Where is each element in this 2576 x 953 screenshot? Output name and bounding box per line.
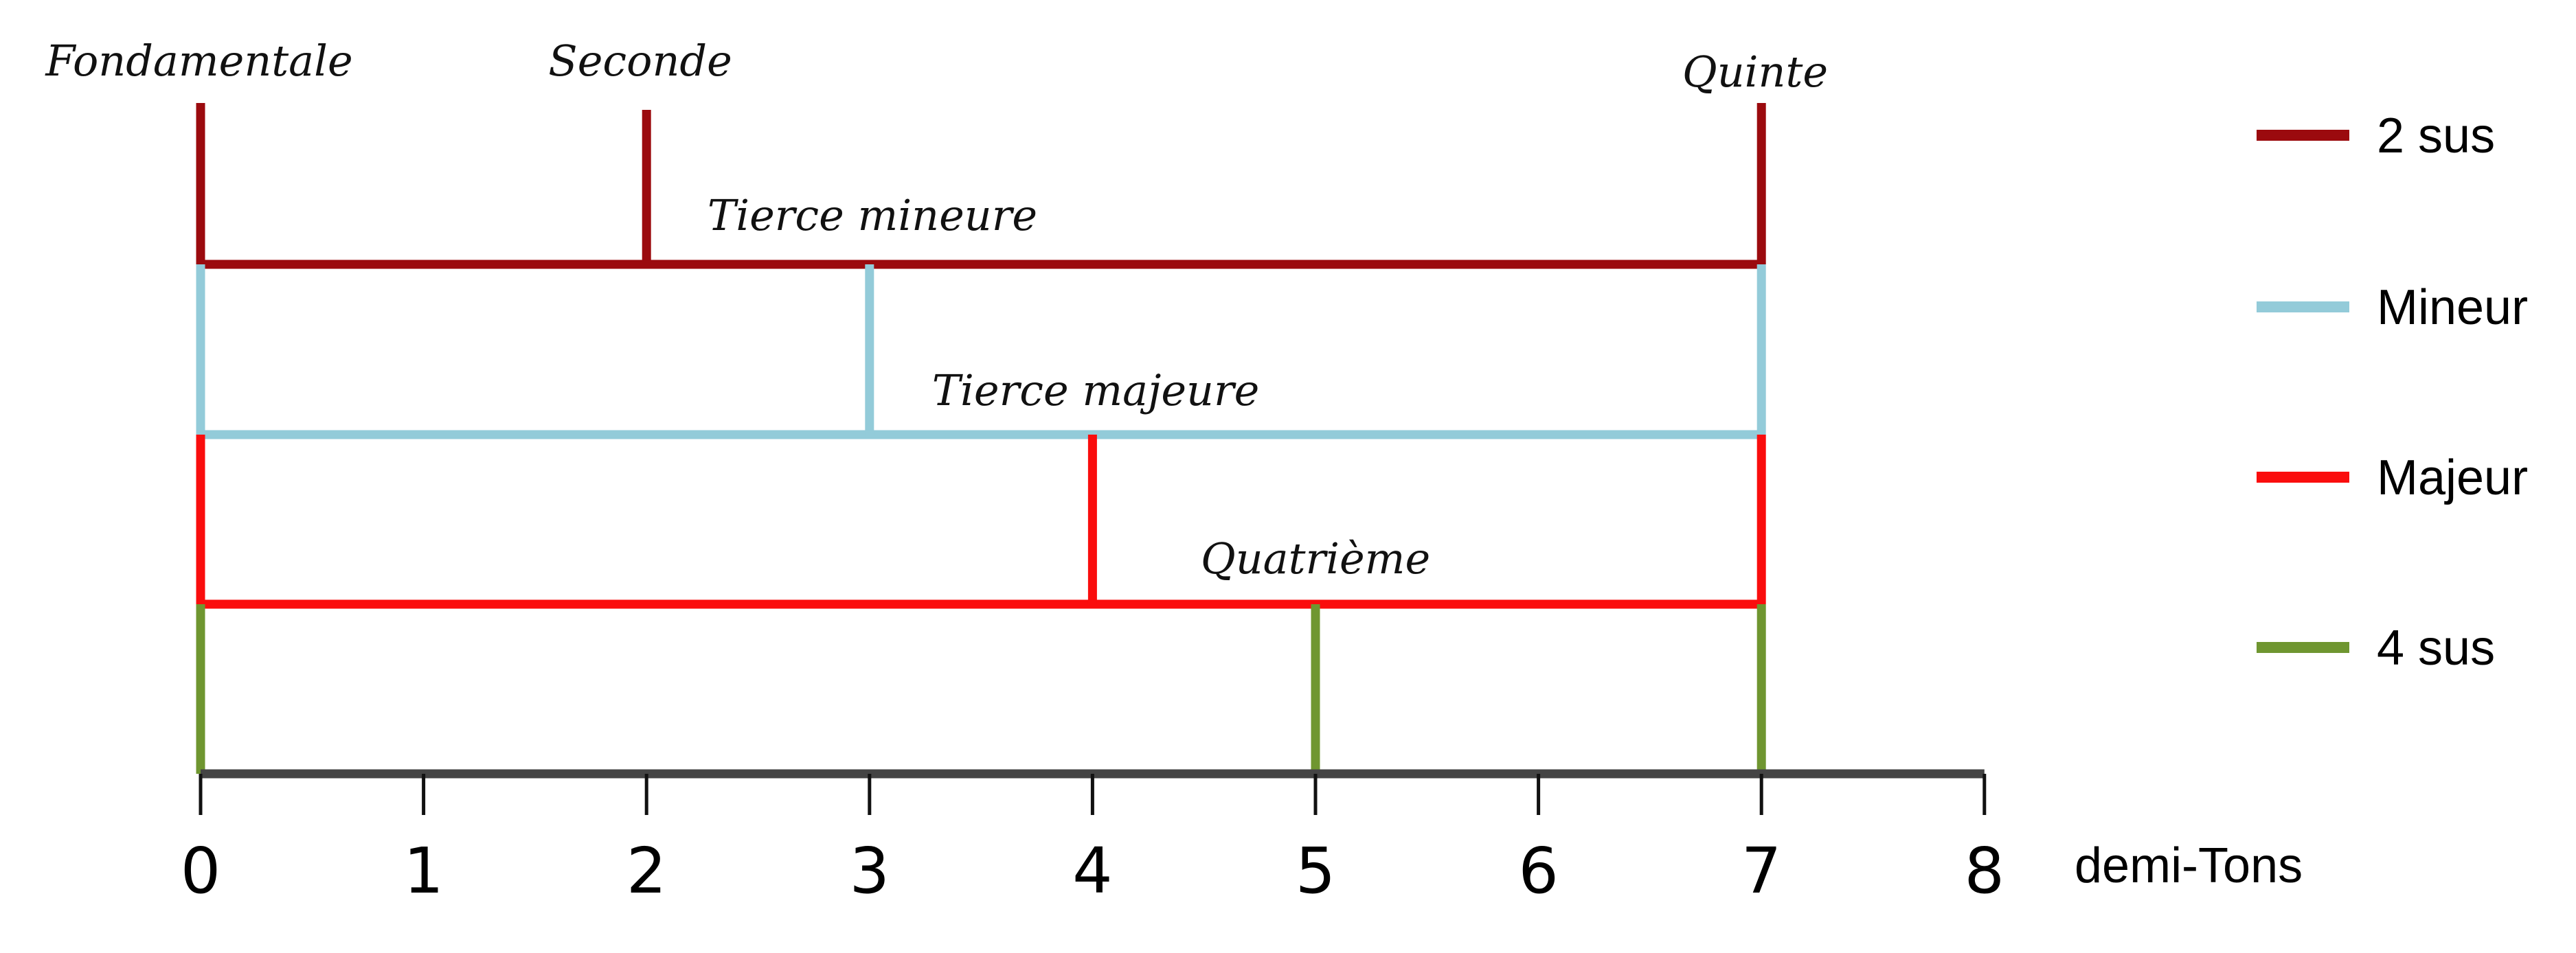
x-axis-label: demi-Tons — [2075, 838, 2303, 893]
legend-label-mineur: Mineur — [2377, 280, 2528, 335]
axis-tick-label-1: 1 — [403, 834, 444, 908]
chord-majeur — [196, 435, 1766, 609]
chord-mineur — [196, 264, 1766, 439]
legend-label-4-sus: 4 sus — [2377, 621, 2495, 676]
axis-tick-label-4: 4 — [1072, 834, 1113, 908]
legend-label-2-sus: 2 sus — [2377, 108, 2495, 163]
axis-tick-label-6: 6 — [1518, 834, 1559, 908]
axis-tick-label-7: 7 — [1741, 834, 1782, 908]
axis-tick-label-8: 8 — [1965, 834, 2005, 908]
axis-tick-label-5: 5 — [1296, 834, 1336, 908]
label-quinte: Quinte — [1682, 47, 1828, 97]
label-quatrieme: Quatrième — [1201, 533, 1430, 584]
label-fondamentale: Fondamentale — [45, 36, 352, 86]
legend-label-majeur: Majeur — [2377, 450, 2528, 505]
axis-tick-label-3: 3 — [850, 834, 890, 908]
axis-tick-label-2: 2 — [626, 834, 667, 908]
axis-tick-label-0: 0 — [181, 834, 221, 908]
label-seconde: Seconde — [548, 36, 732, 86]
label-tierce-mineure: Tierce mineure — [708, 190, 1037, 240]
label-tierce-majeure: Tierce majeure — [932, 365, 1260, 415]
chord-4-sus — [196, 604, 1766, 779]
x-axis: 0 1 2 3 4 5 6 7 8 — [181, 769, 2005, 908]
chord-2-sus — [196, 103, 1766, 269]
